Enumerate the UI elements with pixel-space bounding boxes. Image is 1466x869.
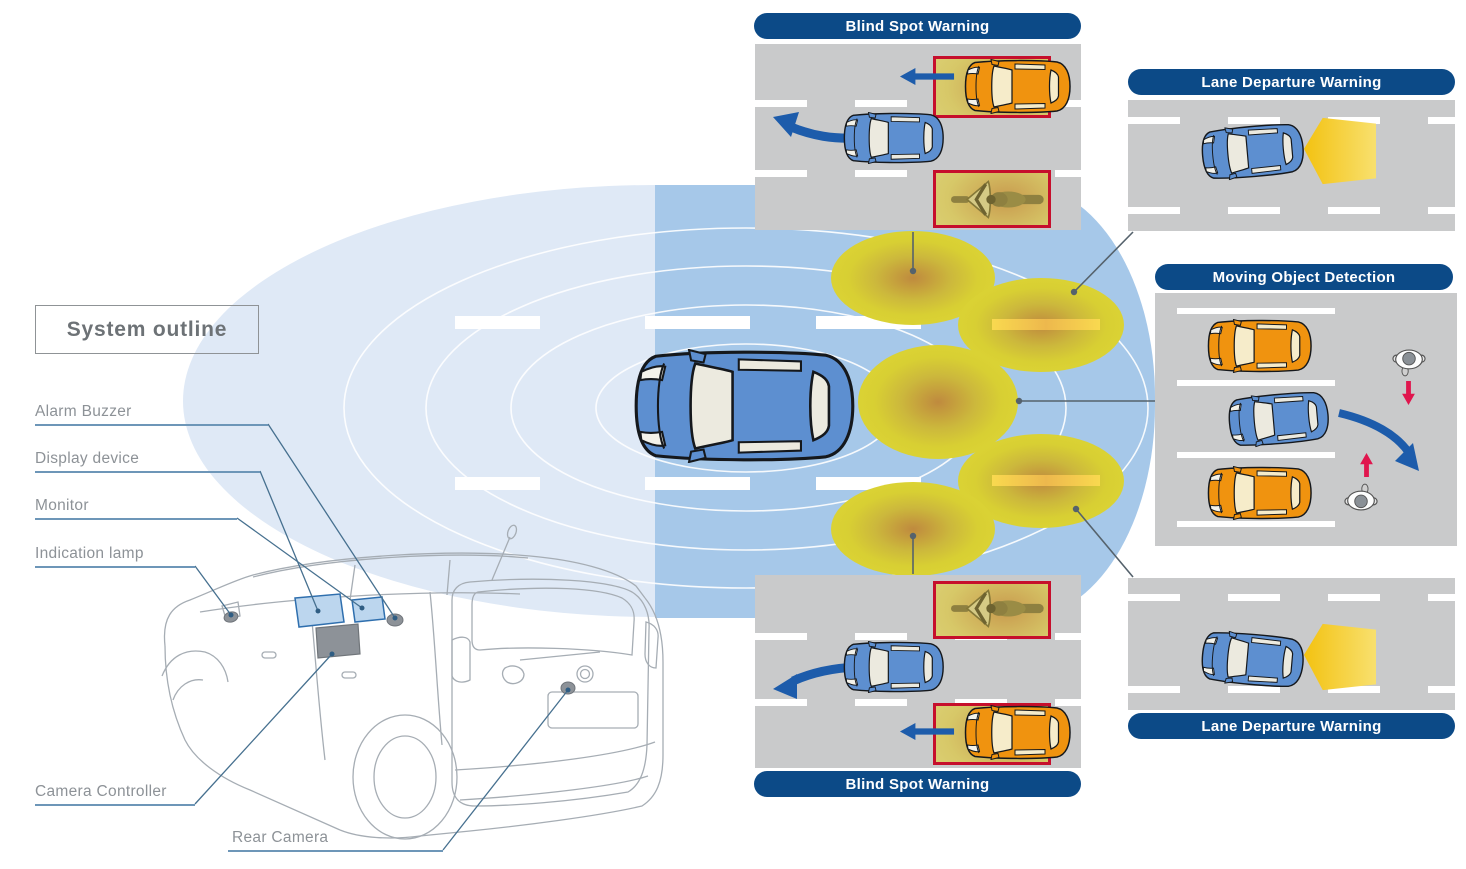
blind-spot-bottom-scene [773,588,1071,760]
underline-indication-lamp [35,566,195,568]
panel-lane-departure-top [1128,100,1455,231]
page-title: System outline [35,305,259,354]
blind-spot-top-scene [773,59,1071,220]
panel-moving-object [1155,293,1457,546]
panel-title-text: Blind Spot Warning [845,775,990,793]
lane-dashes [755,170,1081,177]
lane-dashes [755,699,1081,706]
radar-rings [343,227,1149,589]
orange-car-icon [964,705,1071,760]
component-markers [223,593,576,695]
lane-dashes [755,100,1081,107]
underline-rear-camera [228,850,443,852]
leader-dots [228,605,571,693]
monitor-marker [351,596,386,623]
label-alarm-buzzer: Alarm Buzzer [35,403,132,420]
detection-zone-center [858,345,1018,459]
detection-zone-bottom [831,482,995,576]
panel-title-text: Moving Object Detection [1212,268,1396,286]
detection-zones [831,231,1124,576]
underline-display-device [35,471,260,473]
orange-car-icon [964,59,1071,114]
panel-title-moving-object: Moving Object Detection [1155,264,1453,290]
blue-car-icon [1199,628,1306,691]
lane-change-arrowhead [773,112,799,137]
moving-object-scene [1177,308,1426,527]
camera-beam-icon [1304,623,1376,691]
underline-camera-controller [35,804,195,806]
panel-title-text: Blind Spot Warning [845,17,990,35]
blue-car-icon [843,112,944,164]
camera-beam-icon [1304,117,1376,185]
motorcycle-icon [949,588,1046,629]
parking-lines [1177,308,1335,527]
reversing-arrow [1338,409,1413,456]
orange-car-icon [1207,466,1312,520]
label-display-device: Display device [35,450,140,467]
label-camera-controller: Camera Controller [35,783,167,800]
blue-car-icon [1226,388,1331,450]
motorcycle-icon [949,179,1046,220]
label-monitor: Monitor [35,497,89,514]
lane-dashes [1128,686,1455,693]
leader-lines [194,423,569,851]
underline-monitor [35,518,237,520]
lane-dashes [755,633,1081,640]
lane-departure-top-scene [1199,117,1376,185]
camera-controller-marker [315,623,361,659]
panel-lane-departure-bottom [1128,578,1455,710]
underline-alarm-buzzer [35,424,268,426]
lane-departure-bottom-scene [1199,623,1376,691]
detection-zone-top [831,231,995,325]
pedestrian-up-arrow-icon [1360,453,1373,477]
lane-dashes [1128,117,1455,124]
panel-title-blind-spot-bottom: Blind Spot Warning [754,771,1081,797]
zone-connectors [912,231,1155,578]
label-rear-camera: Rear Camera [232,829,329,846]
suv-outline-drawing [161,524,664,840]
lane-marker-highlight [992,319,1100,330]
zone-connector-dots [909,267,1080,540]
sensing-range-outer [183,185,655,617]
panel-title-text: Lane Departure Warning [1201,717,1382,735]
blue-car-icon [843,641,944,693]
orange-car-icon [1207,319,1312,373]
panel-title-text: Lane Departure Warning [1201,73,1382,91]
page-title-text: System outline [66,317,228,341]
panel-title-blind-spot-top: Blind Spot Warning [754,13,1081,39]
left-arrow-icon [899,723,955,740]
pedestrian-icon [1344,483,1378,511]
pedestrian-icon [1392,349,1426,377]
lane-marker-highlight [992,475,1100,486]
lane-dashes [1128,594,1455,601]
label-indication-lamp: Indication lamp [35,545,144,562]
panel-title-lane-departure-top: Lane Departure Warning [1128,69,1455,95]
lane-dashes [1128,207,1455,214]
pedestrian-down-arrow-icon [1402,381,1415,405]
panel-blind-spot-top [755,44,1081,230]
reversing-arrowhead [1395,443,1419,471]
left-arrow-icon [899,68,955,85]
blue-car-icon [1199,120,1306,183]
lane-change-arrowhead [773,674,797,699]
panel-blind-spot-bottom [755,575,1081,768]
panel-title-lane-departure-bottom: Lane Departure Warning [1128,713,1455,739]
